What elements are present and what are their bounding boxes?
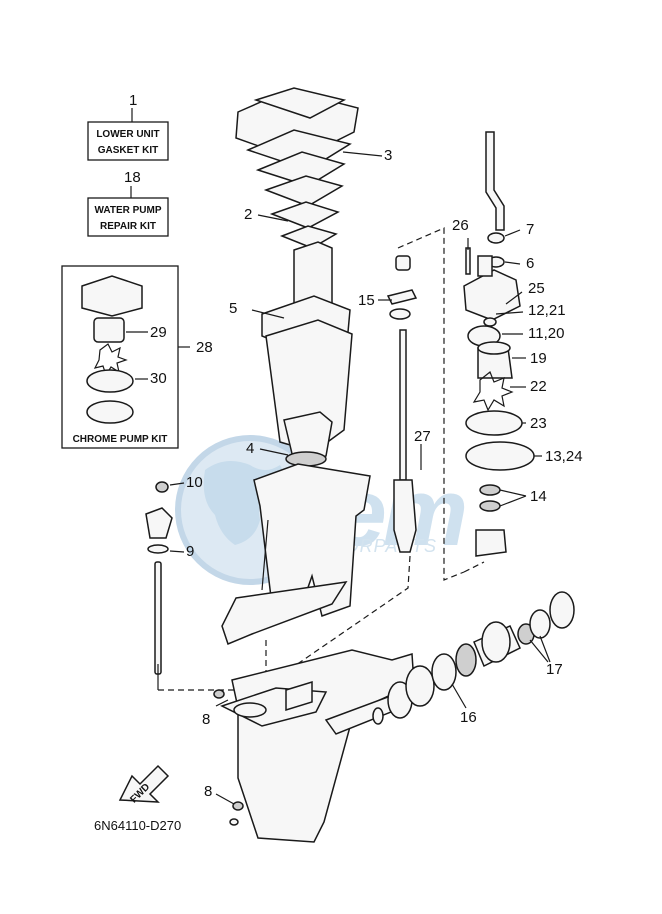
- water-pump-repair-kit: 18 WATER PUMP REPAIR KIT: [87, 169, 169, 237]
- upper-gasket-stack: [235, 87, 359, 249]
- callout-4: 4: [246, 440, 254, 457]
- callout-14: 14: [530, 488, 547, 505]
- callout-13-24: 13,24: [545, 448, 583, 465]
- kit-line1: LOWER UNIT: [96, 129, 159, 140]
- kit-line1: WATER PUMP: [94, 205, 161, 216]
- callout-16: 16: [460, 709, 477, 726]
- diagram-code: 6N64110-D270: [94, 818, 181, 833]
- callout-25: 25: [528, 280, 545, 297]
- callout-15: 15: [358, 292, 375, 309]
- callout-17: 17: [546, 661, 563, 678]
- callout-6: 6: [526, 255, 534, 272]
- callout-7: 7: [526, 221, 534, 238]
- callout-3: 3: [384, 147, 392, 164]
- kit-line2: REPAIR KIT: [100, 221, 156, 232]
- callout-30: 30: [150, 370, 167, 387]
- callout-12-21: 12,21: [528, 302, 566, 319]
- cooling-water-pipe: [145, 481, 185, 690]
- callout-19: 19: [530, 350, 547, 367]
- lower-unit-gearcase: [220, 649, 415, 843]
- drive-shaft: [386, 255, 418, 553]
- chrome-pump-kit-label: CHROME PUMP KIT: [73, 434, 168, 445]
- callout-29: 29: [150, 324, 167, 341]
- callout-26: 26: [452, 217, 469, 234]
- callout-10: 10: [186, 474, 203, 491]
- callout-8b: 8: [204, 783, 212, 800]
- kit-number-1: 1: [129, 92, 137, 109]
- callout-11-20: 11,20: [528, 325, 564, 342]
- water-pump-stack: [463, 131, 535, 557]
- propeller-shaft-parts: [372, 591, 575, 725]
- kit-line2: GASKET KIT: [98, 145, 159, 156]
- callout-5: 5: [229, 300, 237, 317]
- callout-23: 23: [530, 415, 547, 432]
- callout-22: 22: [530, 378, 547, 395]
- kit-number-18: 18: [124, 169, 141, 186]
- kit-number-28: 28: [196, 339, 213, 356]
- chrome-pump-kit: 29 30 CHROME PUMP KIT 28: [61, 265, 213, 449]
- callout-2: 2: [244, 206, 252, 223]
- drive-shaft-housing: [221, 241, 371, 646]
- callout-9: 9: [186, 543, 194, 560]
- callout-27: 27: [414, 428, 431, 445]
- fwd-arrow-icon: FWD: [118, 764, 170, 805]
- callout-8a: 8: [202, 711, 210, 728]
- lower-unit-gasket-kit: 1 LOWER UNIT GASKET KIT: [87, 92, 169, 161]
